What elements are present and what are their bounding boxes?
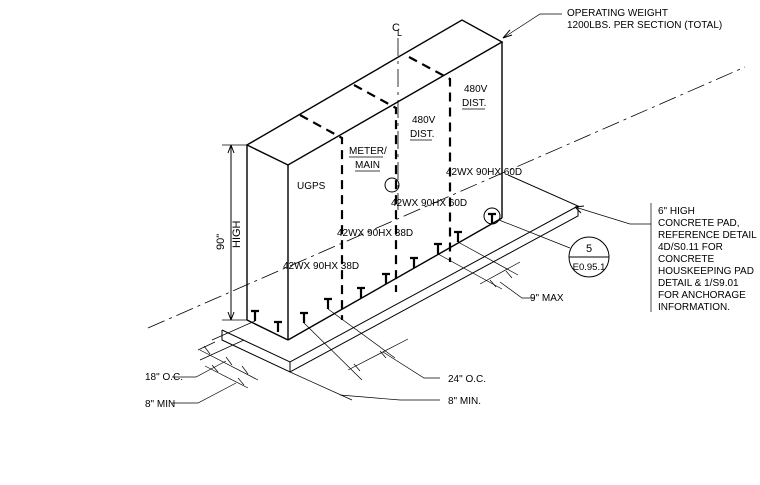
anchor-bolt (324, 297, 332, 309)
detail-callout: 5 E0.95.1 (568, 236, 610, 278)
section-dividers (299, 56, 452, 320)
section-name-480v-2: 480V (464, 84, 488, 95)
anchor-bolt (410, 256, 418, 268)
section-name-480v-2-dist: DIST. (462, 98, 486, 109)
switchgear-lineup (245, 19, 504, 341)
section-name-meter-main-2: MAIN (355, 160, 380, 171)
pad-note-line-7: DETAIL & 1/S9.01 (658, 278, 739, 289)
center-of-gravity-marker (384, 177, 400, 193)
front-min-label: 8" MIN. (448, 396, 481, 407)
pad-note-line-3: REFERENCE DETAIL (658, 230, 757, 241)
left-min-label: 8" MIN (145, 399, 175, 410)
pad-note-line-4: 4D/S0.11 FOR (658, 242, 723, 253)
section-dims-2: 42WX 90HX 38D (337, 228, 413, 239)
height-label: HIGH (231, 220, 243, 248)
detail-number: 5 (586, 243, 592, 255)
operating-weight-line-2: 1200LBS. PER SECTION (TOTAL) (567, 20, 722, 31)
section-name-480v-1: 480V (412, 115, 436, 126)
anchor-bolt (274, 320, 282, 332)
operating-weight-note: OPERATING WEIGHT 1200LBS. PER SECTION (T… (502, 8, 722, 39)
anchor-bolt (251, 309, 259, 321)
anchor-bolt (300, 311, 308, 323)
section-dims-3: 42WX 90HX 60D (391, 198, 467, 209)
anchor-bolt (382, 272, 390, 284)
anchor-bolt (434, 242, 442, 254)
section-name-ugps: UGPS (297, 181, 326, 192)
front-spacing-label: 24" O.C. (448, 374, 486, 385)
section-labels: UGPS METER/ MAIN 480V DIST. 480V DIST. (297, 84, 488, 192)
pad-note-line-5: CONCRETE (658, 254, 714, 265)
right-max-label: 9" MAX (530, 293, 564, 304)
section-name-meter-main-1: METER/ (349, 146, 387, 157)
right-max-dimension: 9" MAX (437, 241, 564, 304)
anchor-bolt (488, 212, 496, 224)
section-name-480v-1-dist: DIST. (410, 129, 434, 140)
pad-note-line-2: CONCRETE PAD, (658, 218, 740, 229)
pad-note-line-8: FOR ANCHORAGE (658, 290, 746, 301)
anchor-bolt (357, 286, 365, 298)
centerline-symbol-l: L (397, 28, 402, 38)
anchor-bolts (251, 212, 496, 332)
section-dims-1: 42WX 90HX 38D (283, 261, 359, 272)
pad-note-line-1: 6" HIGH (658, 206, 695, 217)
operating-weight-line-1: OPERATING WEIGHT (567, 8, 668, 19)
pad-note-line-9: INFORMATION. (658, 302, 730, 313)
detail-sheet: E0.95.1 (573, 262, 606, 273)
pad-note: 6" HIGH CONCRETE PAD, REFERENCE DETAIL 4… (574, 203, 757, 313)
left-dimensions: 18" O.C. 8" MIN (145, 320, 259, 410)
anchor-detail-marker (483, 207, 501, 225)
height-dimension: 90" HIGH (215, 144, 247, 321)
section-dims-4: 42WX 90HX 60D (446, 167, 522, 178)
anchor-bolt (454, 230, 462, 242)
left-spacing-label: 18" O.C. (145, 372, 183, 383)
front-dimensions: 24" O.C. 8" MIN. (289, 308, 486, 407)
section-dimensions: 42WX 90HX 38D 42WX 90HX 38D 42WX 90HX 60… (283, 167, 522, 272)
pad-note-line-6: HOUSKEEPING PAD (658, 266, 754, 277)
centerline-symbol: C (392, 22, 400, 34)
height-value: 90" (215, 234, 227, 250)
